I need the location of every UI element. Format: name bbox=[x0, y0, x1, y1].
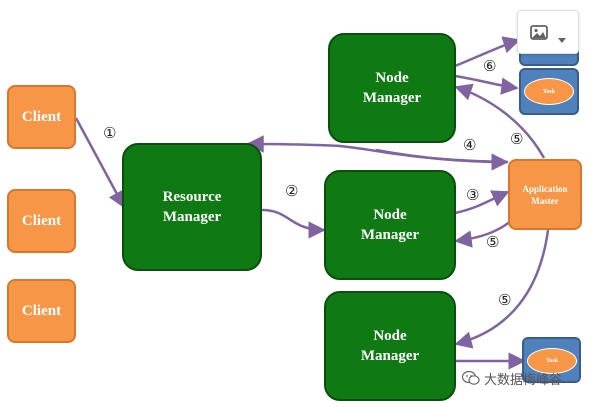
application-master-box: Application Master bbox=[508, 159, 582, 230]
arrow-am-to-nm3 bbox=[454, 229, 550, 349]
chevron-down-icon bbox=[558, 30, 566, 43]
container-box-mid: Task bbox=[519, 68, 579, 115]
wechat-icon bbox=[461, 370, 480, 386]
step-5-label-c: ⑤ bbox=[498, 291, 512, 309]
step-2-label: ② bbox=[285, 182, 299, 200]
client-box-2: Client bbox=[7, 189, 76, 253]
task-ellipse-2: Task bbox=[527, 348, 577, 374]
arrow-am-to-nm1 bbox=[454, 83, 546, 159]
node-manager-box-1: Node Manager bbox=[328, 33, 456, 143]
arrow-nm1-to-container-top bbox=[454, 36, 521, 68]
watermark-text: 大数据梅峰谷 bbox=[484, 372, 563, 388]
arrow-nm2-to-am bbox=[454, 190, 510, 215]
client-box-3: Client bbox=[7, 279, 76, 343]
arrow-am-via-rm bbox=[375, 148, 509, 171]
step-4-label: ④ bbox=[463, 136, 477, 154]
image-icon bbox=[530, 24, 548, 40]
image-options-button[interactable] bbox=[517, 10, 579, 54]
step-1-label: ① bbox=[103, 124, 117, 142]
arrow-am-to-nm2 bbox=[454, 219, 513, 248]
arrow-rm-to-nm2 bbox=[261, 208, 326, 239]
client-box-1: Client bbox=[7, 85, 76, 149]
node-manager-box-2: Node Manager bbox=[324, 170, 456, 280]
resource-manager-box: Resource Manager bbox=[122, 143, 262, 271]
step-5-label-b: ⑤ bbox=[486, 233, 500, 251]
step-3-label: ③ bbox=[466, 186, 480, 204]
step-6-label: ⑥ bbox=[483, 57, 497, 75]
task-ellipse-1: Task bbox=[524, 78, 574, 105]
arrow-nm1-to-container-task bbox=[454, 74, 519, 95]
container-box-bottom: Task bbox=[522, 337, 581, 383]
step-5-label-a: ⑤ bbox=[510, 130, 524, 148]
node-manager-box-3: Node Manager bbox=[324, 291, 456, 401]
watermark: 大数据梅峰谷 bbox=[461, 368, 563, 388]
arrow-client-to-rm bbox=[74, 117, 126, 209]
